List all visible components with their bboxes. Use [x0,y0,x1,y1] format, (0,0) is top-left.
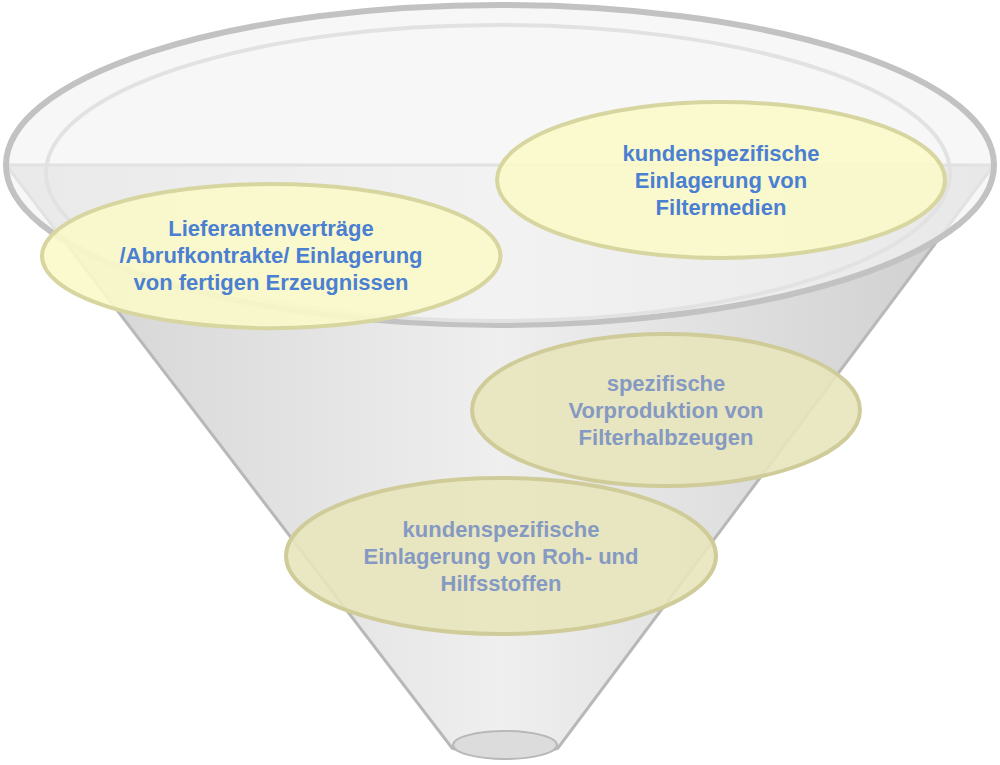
node-label: kundenspezifische Einlagerung von Filter… [571,140,871,221]
node-label: spezifische Vorproduktion von Filterhalb… [531,370,801,451]
ellipse-outline [497,102,945,258]
ellipse-node: kundenspezifische Einlagerung von Roh- u… [284,476,718,636]
ellipse-outline [286,478,716,634]
node-label: Lieferantenverträge /Abrufkontrakte/ Ein… [101,215,441,296]
ellipse-outline [42,184,500,328]
ellipse-node: spezifische Vorproduktion von Filterhalb… [470,332,862,488]
funnel-spout [453,731,557,759]
ellipse-node: kundenspezifische Einlagerung von Filter… [495,100,947,260]
funnel-inner-rim [46,25,950,321]
node-label: kundenspezifische Einlagerung von Roh- u… [351,516,651,597]
ellipse-outline [472,334,860,486]
ellipse-node: Lieferantenverträge /Abrufkontrakte/ Ein… [40,182,502,330]
funnel-rim [6,5,994,325]
